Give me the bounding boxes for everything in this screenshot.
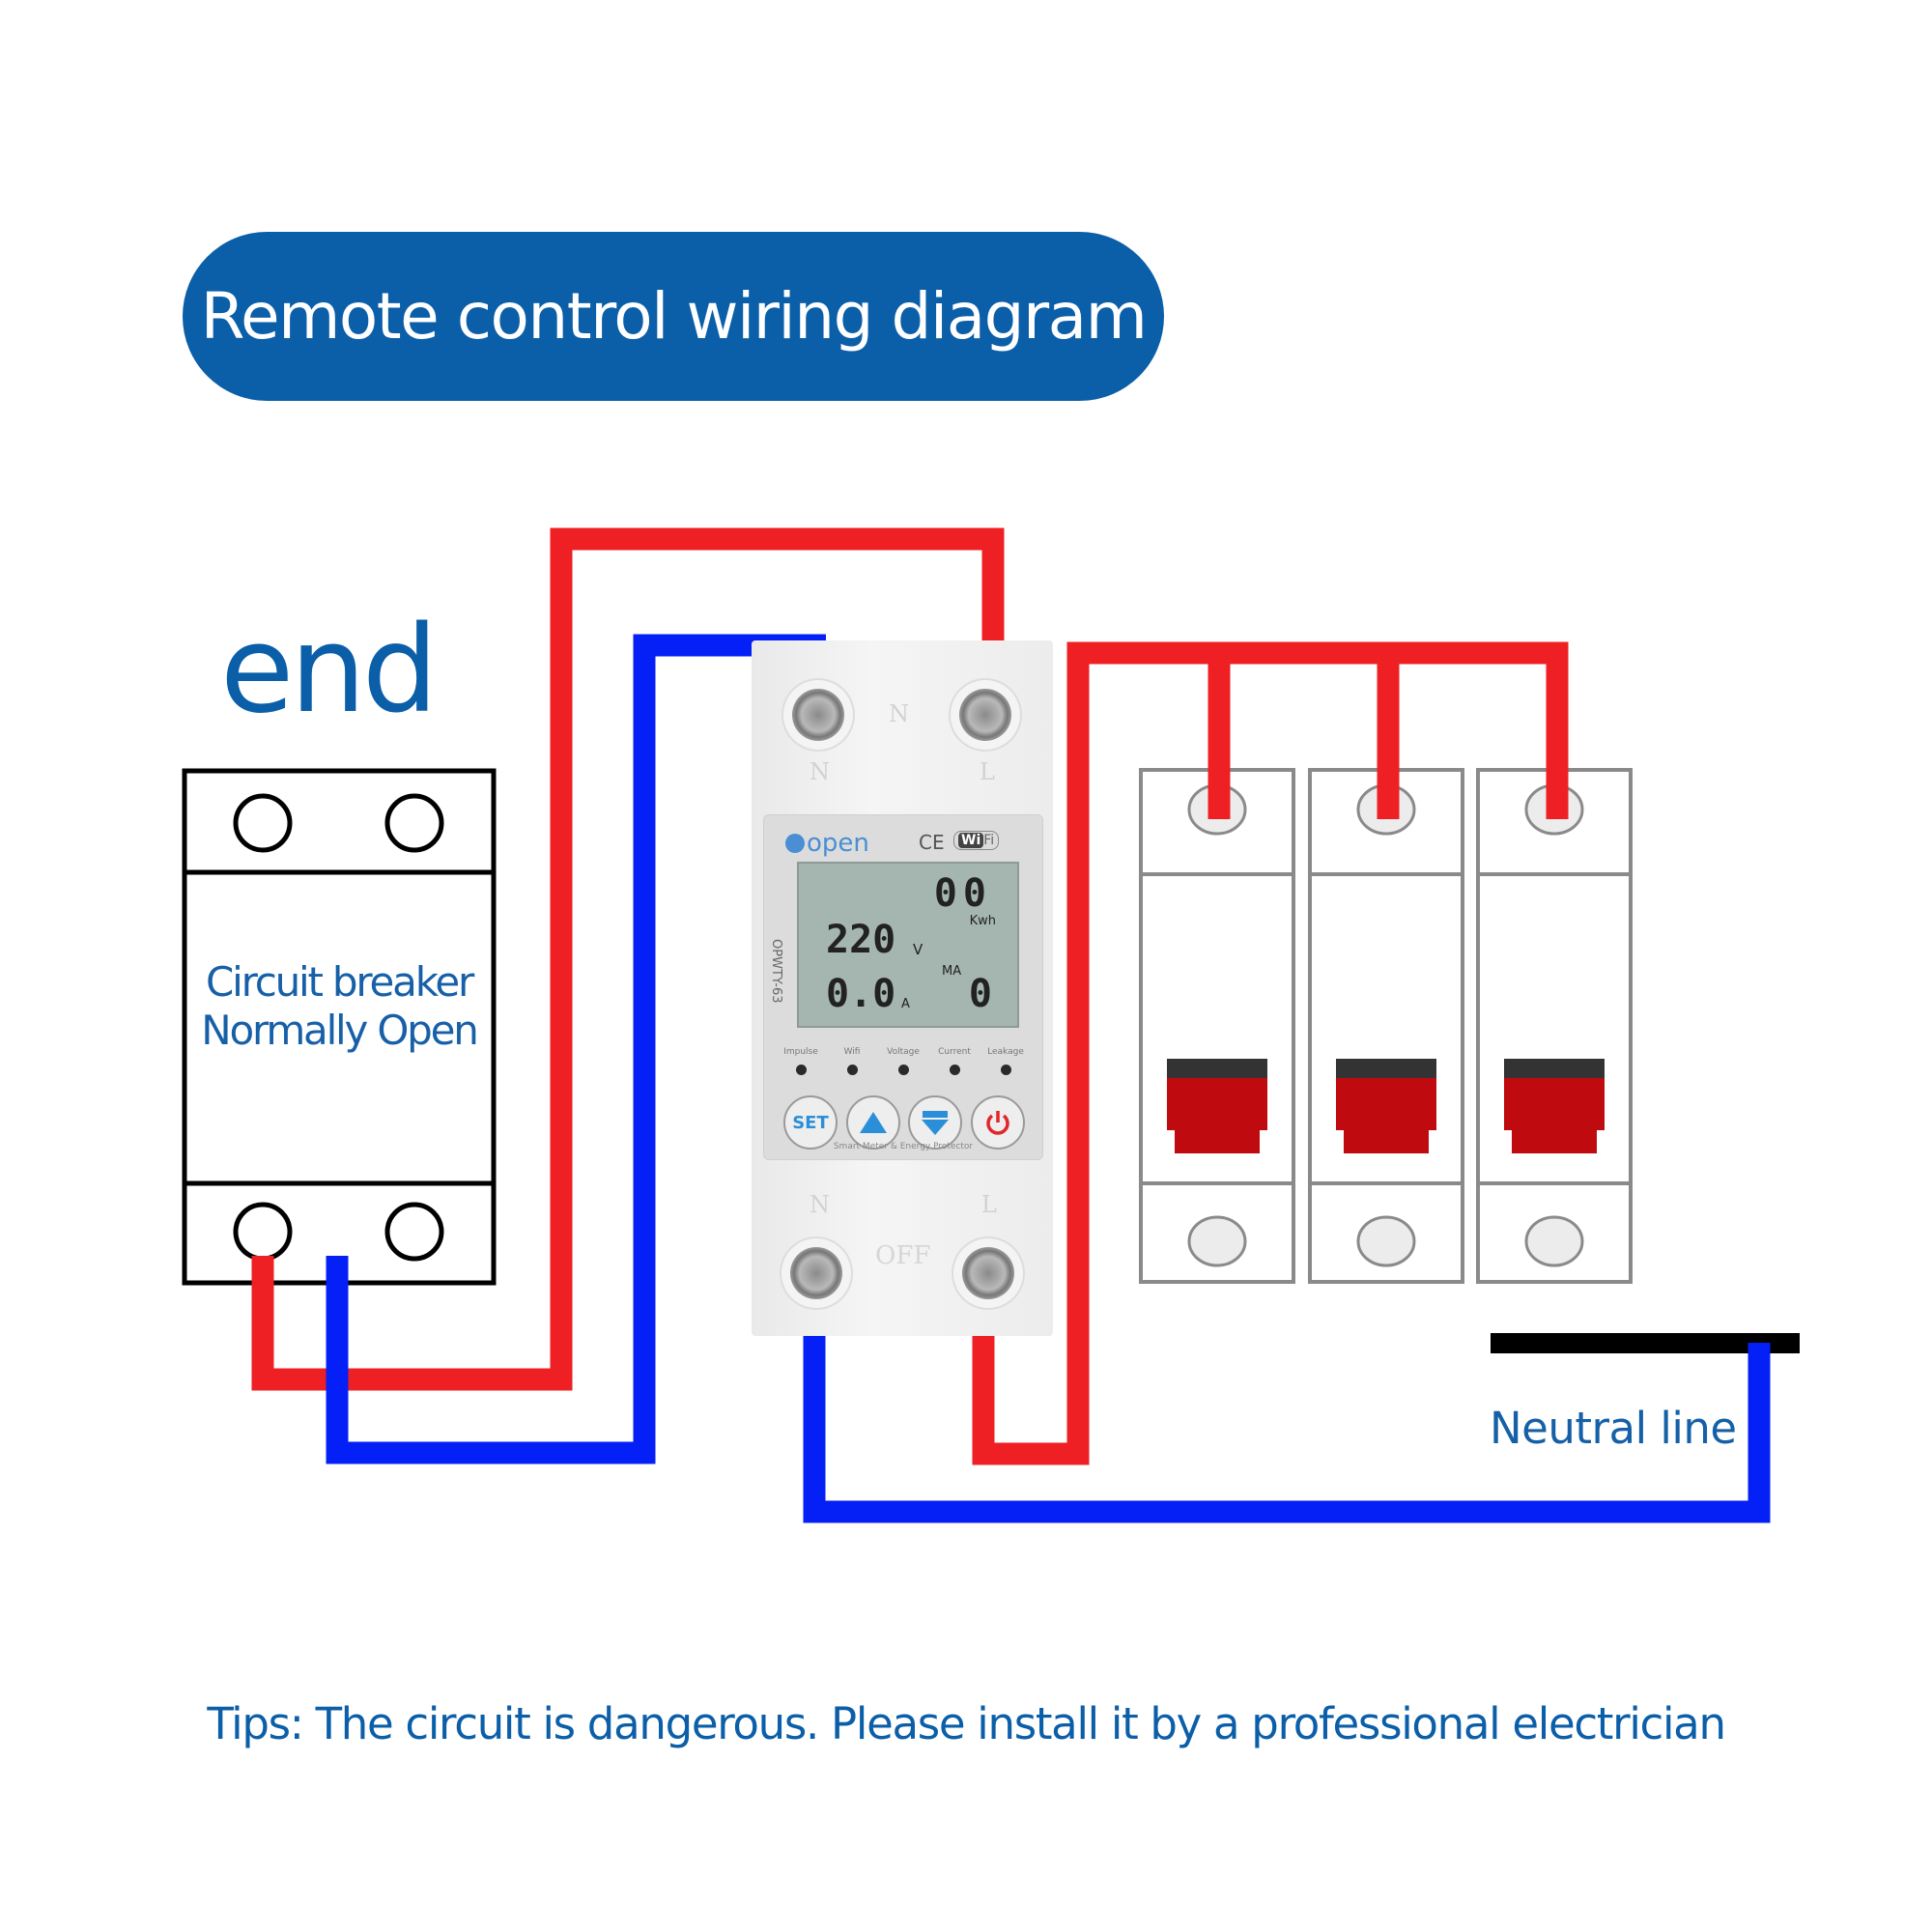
indicator-impulse: Impulse <box>776 1047 826 1075</box>
lcd-current-unit: A <box>901 997 910 1011</box>
live-wire-breaker-to-meter <box>251 527 1005 1391</box>
off-mark: OFF <box>875 1241 931 1270</box>
circuit-breaker-label-line1: Circuit breaker <box>205 958 474 1006</box>
power-icon <box>986 1111 1009 1135</box>
mcb-toggle-cap <box>1167 1059 1267 1078</box>
breaker-terminal-top-right <box>384 793 444 853</box>
brand-logo: open <box>785 829 869 858</box>
circuit-breaker-label-line2: Normally Open <box>201 1007 479 1054</box>
circuit-breaker-body <box>182 768 497 1286</box>
lcd-current: 0.0 <box>826 972 896 1016</box>
terminal-label: L <box>980 758 995 785</box>
indicator-wifi: Wifi <box>827 1047 877 1075</box>
terminal-label: N <box>889 700 909 727</box>
down-button[interactable] <box>908 1095 963 1150</box>
mcb-body <box>1308 768 1464 1284</box>
indicator-leakage: Leakage <box>980 1047 1031 1075</box>
mcb-terminal-bottom <box>1524 1215 1584 1267</box>
up-arrow-icon <box>859 1112 887 1133</box>
mcb-terminal-bottom <box>1356 1215 1416 1267</box>
mcb-group <box>1139 768 1633 1284</box>
down-arrow-icon <box>922 1111 950 1135</box>
led-icon <box>949 1065 960 1075</box>
indicator-current: Current <box>929 1047 980 1075</box>
breaker-terminal-top-left <box>233 793 293 853</box>
mcb-toggle-cap <box>1504 1059 1605 1078</box>
neutral-bar <box>1491 1333 1800 1353</box>
neutral-line-label: Neutral line <box>1490 1403 1737 1454</box>
breaker-terminal-bottom-left <box>233 1202 293 1262</box>
indicator-voltage: Voltage <box>878 1047 928 1075</box>
indicator-label: Wifi <box>843 1047 861 1057</box>
lcd-display: 00 Kwh 220 V 0.0 A MA 0 <box>797 862 1019 1028</box>
brand-name: open <box>807 829 869 858</box>
indicator-label: Voltage <box>887 1047 920 1057</box>
lcd-voltage-unit: V <box>913 941 923 958</box>
mcb-body <box>1139 768 1295 1284</box>
mcb-body <box>1476 768 1633 1284</box>
meter-footnote: Smart Meter & Energy Protector <box>833 1142 974 1151</box>
mcb-1 <box>1139 768 1295 1284</box>
mcb-toggle <box>1336 1078 1436 1153</box>
model-number: OPWTY-63 <box>769 939 783 1004</box>
neutral-wire-meter-to-bar <box>803 1336 1771 1523</box>
lcd-leakage-unit: MA <box>942 964 962 979</box>
wifi-badge-fi: Fi <box>983 833 995 848</box>
lcd-energy: 00 <box>933 871 992 916</box>
title-banner: Remote control wiring diagram <box>183 232 1164 401</box>
safety-tip: Tips: The circuit is dangerous. Please i… <box>207 1698 1726 1749</box>
mcb-toggle <box>1167 1078 1267 1153</box>
breaker-terminal-bottom-right <box>384 1202 444 1262</box>
terminal-label: L <box>981 1191 997 1218</box>
end-label: end <box>220 601 439 740</box>
screw-terminal-bottom-n <box>790 1247 842 1299</box>
power-button[interactable] <box>970 1095 1025 1150</box>
led-icon <box>897 1065 909 1075</box>
indicator-row: Impulse Wifi Voltage Current Leakage <box>776 1047 1031 1075</box>
set-button[interactable]: SET <box>783 1095 838 1150</box>
terminal-label: N <box>810 758 830 785</box>
live-wire-meter-to-mcbs <box>972 641 1569 1465</box>
screw-terminal-top-n <box>792 689 844 741</box>
led-icon <box>846 1065 858 1075</box>
mcb-3 <box>1476 768 1633 1284</box>
circuit-breaker-label: Circuit breaker Normally Open <box>183 958 496 1055</box>
screw-terminal-top-l <box>959 689 1011 741</box>
ce-mark: CE <box>919 831 945 854</box>
indicator-label: Current <box>938 1047 971 1057</box>
indicator-label: Impulse <box>783 1047 818 1057</box>
mcb-2 <box>1308 768 1464 1284</box>
terminal-label: N <box>810 1191 830 1218</box>
meter-buttons: SET <box>783 1095 1025 1150</box>
mcb-terminal-bottom <box>1187 1215 1247 1267</box>
lcd-energy-unit: Kwh <box>969 914 996 928</box>
indicator-label: Leakage <box>987 1047 1024 1057</box>
mcb-toggle <box>1504 1078 1605 1153</box>
page-title: Remote control wiring diagram <box>200 279 1148 354</box>
led-icon <box>795 1065 807 1075</box>
mcb-toggle-cap <box>1336 1059 1436 1078</box>
brand-icon <box>785 834 805 853</box>
wifi-badge-wi: Wi <box>958 833 984 848</box>
lcd-leakage: 0 <box>968 972 992 1016</box>
up-button[interactable] <box>845 1095 900 1150</box>
lcd-voltage: 220 <box>826 918 896 962</box>
screw-terminal-bottom-l <box>962 1247 1014 1299</box>
led-icon <box>1000 1065 1011 1075</box>
circuit-breaker <box>182 768 497 1286</box>
